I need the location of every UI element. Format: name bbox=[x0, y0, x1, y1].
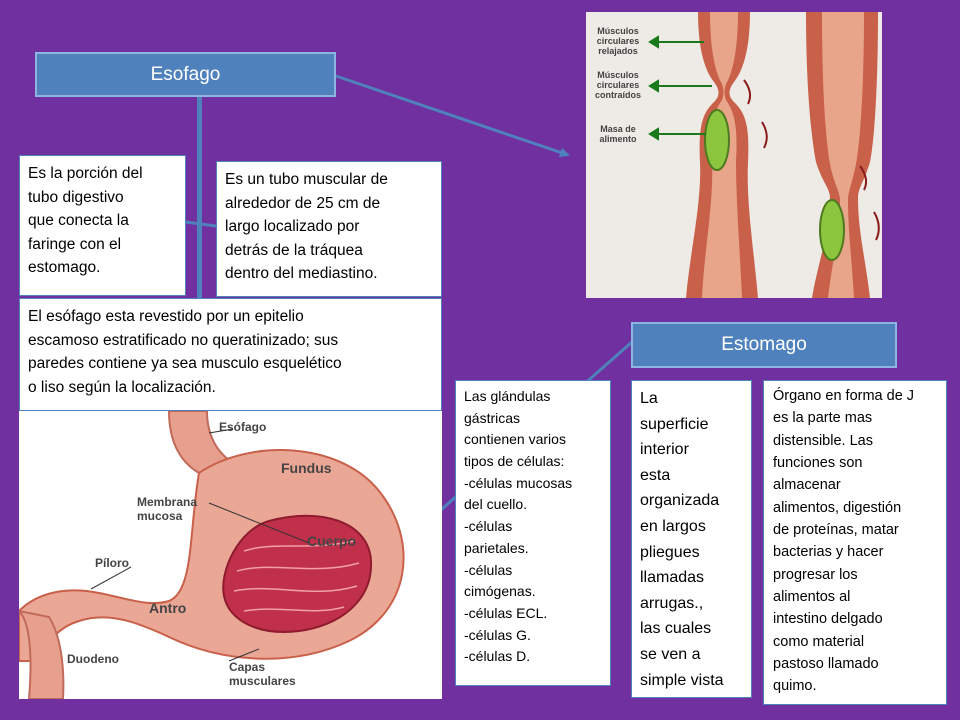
estomago-header: Estomago bbox=[631, 322, 897, 368]
label-capas-2: musculares bbox=[229, 674, 296, 688]
label-contracted-2: circulares bbox=[597, 80, 640, 90]
label-relaxed-2: circulares bbox=[597, 36, 640, 46]
label-contracted-3: contraídos bbox=[595, 90, 641, 100]
estomago-organ-box: Órgano en forma de J es la parte mas dis… bbox=[763, 380, 947, 705]
label-piloro: Píloro bbox=[95, 556, 129, 570]
label-relaxed-1: Músculos bbox=[597, 26, 639, 36]
estomago-surface-box: La superficie interior esta organizada e… bbox=[631, 380, 752, 698]
stomach-figure: Esófago Fundus Membrana mucosa Cuerpo Pí… bbox=[19, 411, 442, 699]
esofago-title: Esofago bbox=[150, 63, 221, 85]
bolus-right bbox=[819, 199, 845, 261]
esofago-stem bbox=[197, 96, 202, 301]
label-antro: Antro bbox=[149, 600, 186, 616]
estomago-title: Estomago bbox=[721, 334, 807, 355]
label-bolus-2: alimento bbox=[599, 134, 637, 144]
esofago-epithelium-box: El esófago esta revestido por un epiteli… bbox=[19, 298, 442, 411]
peristalsis-figure: Músculos circulares relajados Músculos c… bbox=[586, 12, 882, 298]
estomago-glands-box: Las glándulas gástricas contienen varios… bbox=[455, 380, 611, 686]
label-capas-1: Capas bbox=[229, 660, 265, 674]
label-duodeno: Duodeno bbox=[67, 652, 119, 666]
label-bolus-1: Masa de bbox=[600, 124, 636, 134]
label-membrana-1: Membrana bbox=[137, 495, 197, 509]
esofago-definition-box: Es la porción del tubo digestivo que con… bbox=[19, 155, 186, 296]
label-fundus: Fundus bbox=[281, 460, 332, 476]
label-esofago: Esófago bbox=[219, 420, 266, 434]
label-relaxed-3: relajados bbox=[598, 46, 638, 56]
label-contracted-1: Músculos bbox=[597, 70, 639, 80]
arrow-esofago-to-figure bbox=[335, 74, 570, 158]
label-membrana-2: mucosa bbox=[137, 509, 183, 523]
bolus-left bbox=[704, 109, 730, 171]
esofago-header: Esofago bbox=[35, 52, 336, 97]
esofago-description-box: Es un tubo muscular de alrededor de 25 c… bbox=[216, 161, 442, 297]
label-cuerpo: Cuerpo bbox=[307, 533, 356, 549]
